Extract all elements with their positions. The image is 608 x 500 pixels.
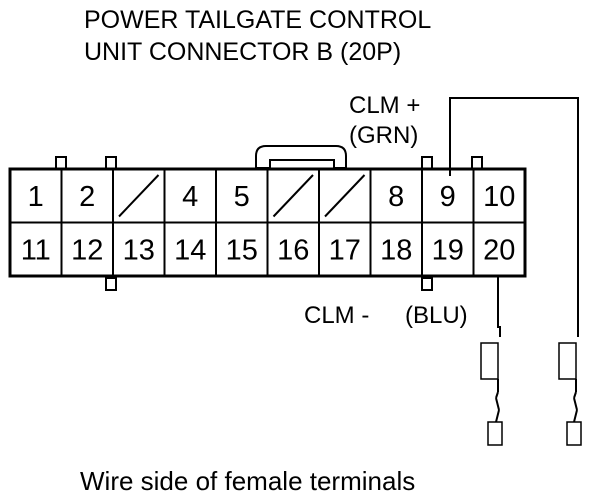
connector-lock-tab <box>255 145 347 169</box>
clm-plus-color-label: (GRN) <box>349 122 418 149</box>
alignment-key <box>421 277 433 291</box>
pin-number: 1 <box>28 181 44 213</box>
pin-number: 18 <box>380 234 412 266</box>
pin-number: 2 <box>79 181 95 213</box>
clm-minus-color-label: (BLU) <box>405 302 468 329</box>
alignment-key <box>471 156 483 170</box>
alignment-key <box>55 156 67 170</box>
pin-number: 10 <box>483 181 515 213</box>
alignment-key <box>105 156 117 170</box>
pin-number: 11 <box>21 234 51 266</box>
unused-cavity-mark <box>272 174 314 218</box>
pin-number: 17 <box>329 234 361 266</box>
wire-clm-minus <box>497 276 501 337</box>
pin-number: 14 <box>174 234 206 266</box>
pin-number: 15 <box>226 234 258 266</box>
unused-cavity-mark <box>118 174 160 218</box>
pin-number: 12 <box>71 234 103 266</box>
pin-number: 5 <box>234 181 250 213</box>
unused-cavity-mark <box>324 174 366 218</box>
pin-number: 4 <box>182 181 198 213</box>
test-probe-box <box>480 342 499 380</box>
clm-minus-label: CLM - <box>304 302 369 329</box>
terminal-pin <box>487 421 503 446</box>
wire-clm-plus <box>449 97 579 337</box>
pin-number: 16 <box>277 234 309 266</box>
test-probe-box <box>558 342 577 380</box>
terminal-pin <box>566 421 582 446</box>
footer-caption: Wire side of female terminals <box>80 466 415 496</box>
diagram-title-line1: POWER TAILGATE CONTROL <box>84 6 431 34</box>
alignment-key <box>421 156 433 170</box>
pin-number: 20 <box>483 234 515 266</box>
pin-number: 8 <box>388 181 404 213</box>
diagram-title-line2: UNIT CONNECTOR B (20P) <box>84 38 401 66</box>
clm-plus-label: CLM + <box>349 92 420 119</box>
alignment-key <box>105 277 117 291</box>
pin-number: 9 <box>440 181 456 213</box>
pin-number: 19 <box>432 234 464 266</box>
pin-number: 13 <box>123 234 155 266</box>
